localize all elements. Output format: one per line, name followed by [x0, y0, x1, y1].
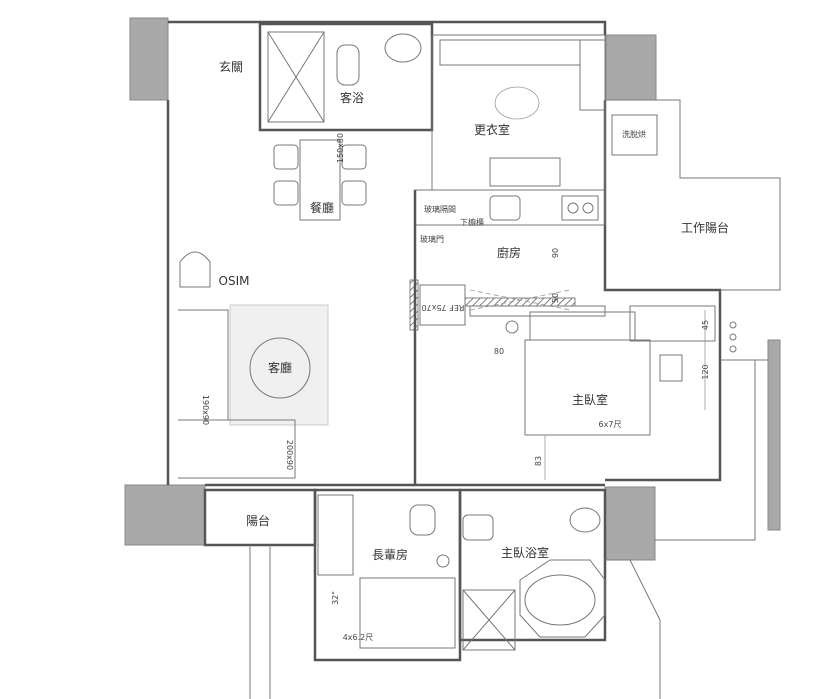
walk-in-closet [431, 34, 658, 191]
label-entry: 玄關 [219, 59, 243, 74]
elder-bed [359, 577, 456, 649]
dim-90: 90 [551, 248, 560, 258]
sink-icon [569, 507, 601, 533]
dim-80: 80 [494, 347, 504, 356]
pillar-bottom-right [604, 486, 656, 561]
kitchen [409, 189, 606, 485]
dim-50: 50 [551, 293, 560, 303]
label-master-bath: 主臥浴室 [501, 545, 549, 560]
washer-dryer [611, 114, 658, 156]
pillar-top-right [605, 34, 657, 101]
label-elder-room: 長輩房 [372, 547, 408, 562]
toilet-icon [409, 504, 436, 536]
label-kitchen: 廚房 [497, 245, 521, 260]
label-master-bedroom: 主臥室 [572, 392, 608, 407]
toilet-icon [462, 514, 494, 541]
dim-sofa-2: 200x90 [285, 440, 294, 470]
stove-icon [561, 195, 599, 221]
pillar-right [767, 339, 781, 531]
pillar-top-left [129, 17, 169, 101]
pillar-bottom-left [124, 484, 206, 546]
label-glass-door: 玻璃門 [420, 234, 444, 244]
bottom-rooms [203, 360, 756, 699]
label-glass-partition: 玻璃隔間 [424, 204, 456, 214]
massage-chair [179, 251, 211, 288]
label-master-bed-size: 6x7尺 [599, 420, 622, 429]
label-fridge: REF 75x70 [422, 303, 465, 312]
bathtub [519, 559, 606, 638]
label-tv: 32" [331, 591, 340, 605]
dim-83: 83 [534, 456, 543, 466]
label-living: 客廳 [268, 360, 292, 375]
dim-sofa-1: 190x90 [201, 395, 210, 425]
label-lower-cabinet: 下櫥櫃 [460, 217, 484, 227]
sink-icon [384, 33, 422, 63]
label-osim: OSIM [219, 274, 250, 288]
label-washer-dryer: 洗脫烘 [622, 129, 646, 139]
toilet-icon [336, 44, 360, 86]
label-service-balcony: 工作陽台 [681, 220, 729, 235]
guest-bath [258, 22, 434, 132]
master-bedroom [469, 305, 737, 480]
label-dining: 餐廳 [310, 200, 334, 215]
dim-45: 45 [701, 320, 710, 330]
label-balcony: 陽台 [246, 513, 270, 528]
sink-icon [489, 195, 521, 221]
label-elder-bed-size: 4x6.2尺 [343, 633, 374, 642]
fridge [419, 284, 466, 326]
dining-set [273, 139, 367, 221]
master-bed [524, 339, 651, 436]
label-guest-bath: 客浴 [340, 90, 364, 105]
chair [659, 354, 683, 382]
living-room [178, 251, 329, 479]
dim-dining-table: 150x80 [336, 133, 345, 163]
label-walk-in-closet: 更衣室 [474, 122, 510, 137]
dim-120: 120 [701, 364, 710, 379]
outer-walls [166, 20, 781, 487]
